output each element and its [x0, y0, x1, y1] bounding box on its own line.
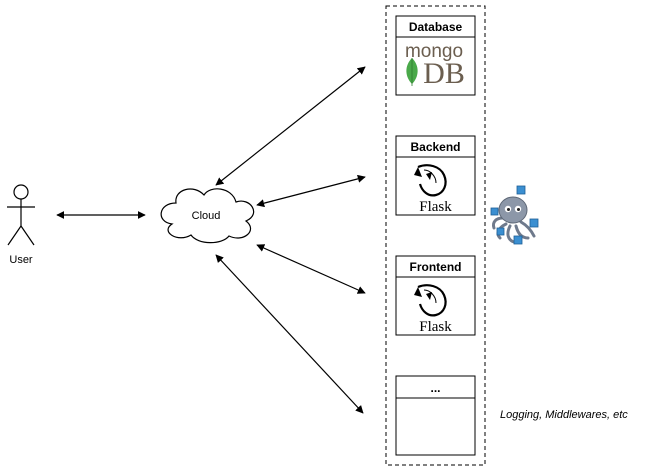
- cloud-label: Cloud: [192, 210, 221, 222]
- flask-logo-icon: Flask: [414, 284, 452, 335]
- database-box: Database mongo DB: [395, 15, 476, 96]
- backend-title: Backend: [410, 140, 460, 154]
- cloud-frontend-arrow: [256, 244, 366, 294]
- backend-box: Backend Flask: [395, 135, 476, 216]
- mongodb-logo-suffix: DB: [423, 57, 465, 90]
- connectors: [56, 66, 366, 414]
- database-title: Database: [409, 20, 463, 34]
- cloud-icon: [160, 188, 255, 244]
- cloud-database-arrow: [215, 66, 366, 186]
- cloud-node: Cloud: [160, 188, 255, 244]
- flask-logo-word: Flask: [419, 319, 452, 335]
- octopus-mascot-icon: [490, 185, 539, 245]
- other-title: ...: [430, 381, 440, 395]
- flask-logo-word: Flask: [419, 199, 452, 215]
- logging-note: Logging, Middlewares, etc: [500, 409, 628, 421]
- stick-figure-icon: [7, 184, 35, 246]
- mongodb-logo-word: mongo: [405, 41, 463, 62]
- cloud-other-arrow: [215, 254, 364, 414]
- cloud-backend-arrow: [256, 174, 366, 208]
- user-label: User: [9, 254, 33, 266]
- frontend-box: Frontend Flask: [395, 255, 476, 336]
- mongodb-logo-icon: mongo DB: [405, 41, 465, 90]
- flask-logo-icon: Flask: [414, 164, 452, 215]
- services-container: [385, 5, 486, 466]
- other-box: ...: [395, 375, 476, 456]
- user-actor: User: [7, 184, 35, 266]
- frontend-title: Frontend: [410, 260, 462, 274]
